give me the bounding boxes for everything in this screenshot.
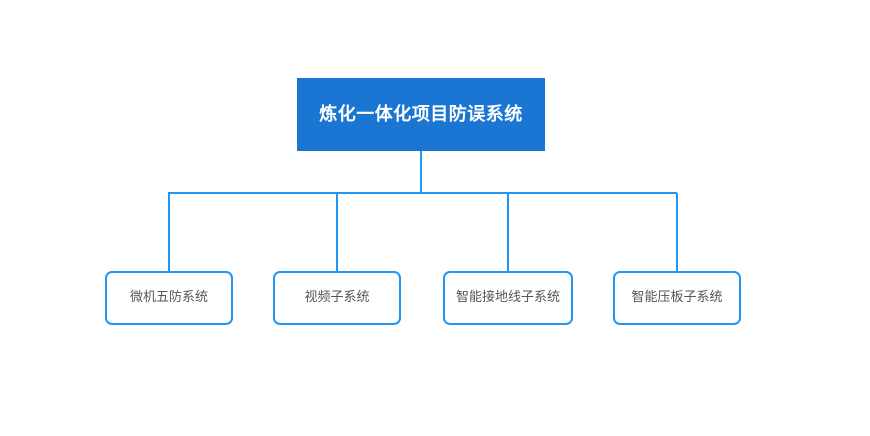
child-node-label: 视频子系统: [304, 290, 370, 306]
root-node[interactable]: 炼化一体化项目防误系统: [297, 78, 545, 151]
child-node-shipin[interactable]: 视频子系统: [273, 271, 401, 325]
child-node-weiji-wufang[interactable]: 微机五防系统: [105, 271, 233, 325]
root-node-label: 炼化一体化项目防误系统: [319, 103, 523, 125]
child-node-label: 微机五防系统: [129, 290, 208, 306]
child-node-label: 智能压板子系统: [631, 290, 723, 306]
child-node-jiedixian[interactable]: 智能接地线子系统: [443, 271, 573, 325]
child-node-label: 智能接地线子系统: [455, 290, 560, 306]
child-node-yaban[interactable]: 智能压板子系统: [613, 271, 741, 325]
